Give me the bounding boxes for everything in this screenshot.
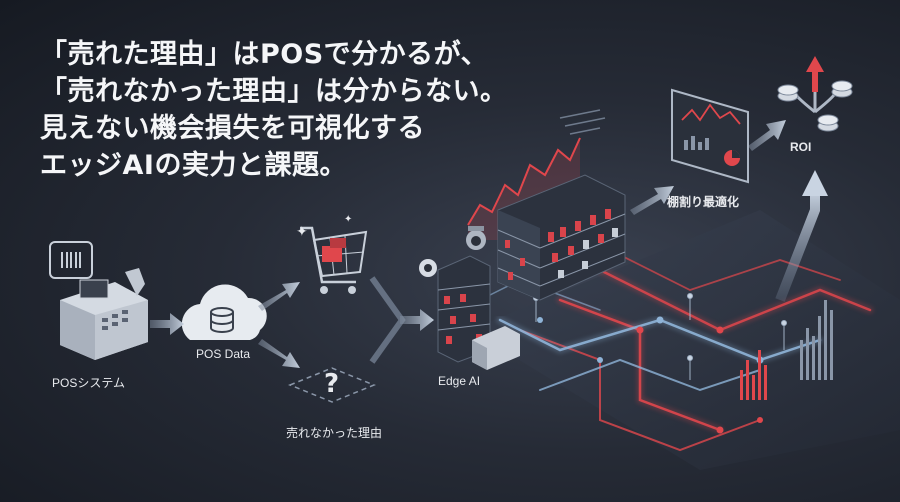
camera-icon: [466, 226, 486, 250]
shelf-optimization-label: 棚割り最適化: [667, 195, 740, 209]
svg-text:✦: ✦: [344, 214, 352, 225]
unknown-reason-box: [288, 367, 376, 403]
dashboard-monitor-icon: [671, 88, 749, 184]
headline-line-1: 「売れた理由」はPOSで分かるが、: [40, 39, 489, 70]
pos-register-icon: [49, 241, 148, 360]
store-shelves: [437, 174, 626, 370]
question-mark: ?: [324, 369, 339, 399]
database-cloud-icon: [181, 284, 267, 340]
pos-system-label: POSシステム: [52, 376, 125, 390]
headline-line-3: 見えない機会損失を可視化する: [40, 113, 425, 144]
roi-label: ROI: [790, 140, 812, 154]
edge-ai-label: Edge AI: [438, 374, 481, 388]
pos-data-label: POS Data: [196, 347, 251, 361]
shopping-cart-icon: ✦ ✦: [296, 214, 368, 294]
flow-arrows: [150, 120, 786, 368]
unsold-reason-label: 売れなかった理由: [286, 426, 383, 440]
headline-line-4: エッジAIの実力と課題。: [40, 150, 347, 181]
headline: 「売れた理由」はPOSで分かるが、 「売れなかった理由」は分からない。 見えない…: [40, 36, 508, 184]
roi-up-arrow: [775, 170, 828, 302]
camera-small-icon: [419, 259, 437, 277]
headline-line-2: 「売れなかった理由」は分からない。: [40, 76, 508, 107]
svg-text:✦: ✦: [296, 224, 308, 240]
bar-chart-decoration: [740, 300, 833, 400]
circuit-paths: [479, 249, 874, 452]
roi-coins-icon: [777, 56, 853, 132]
